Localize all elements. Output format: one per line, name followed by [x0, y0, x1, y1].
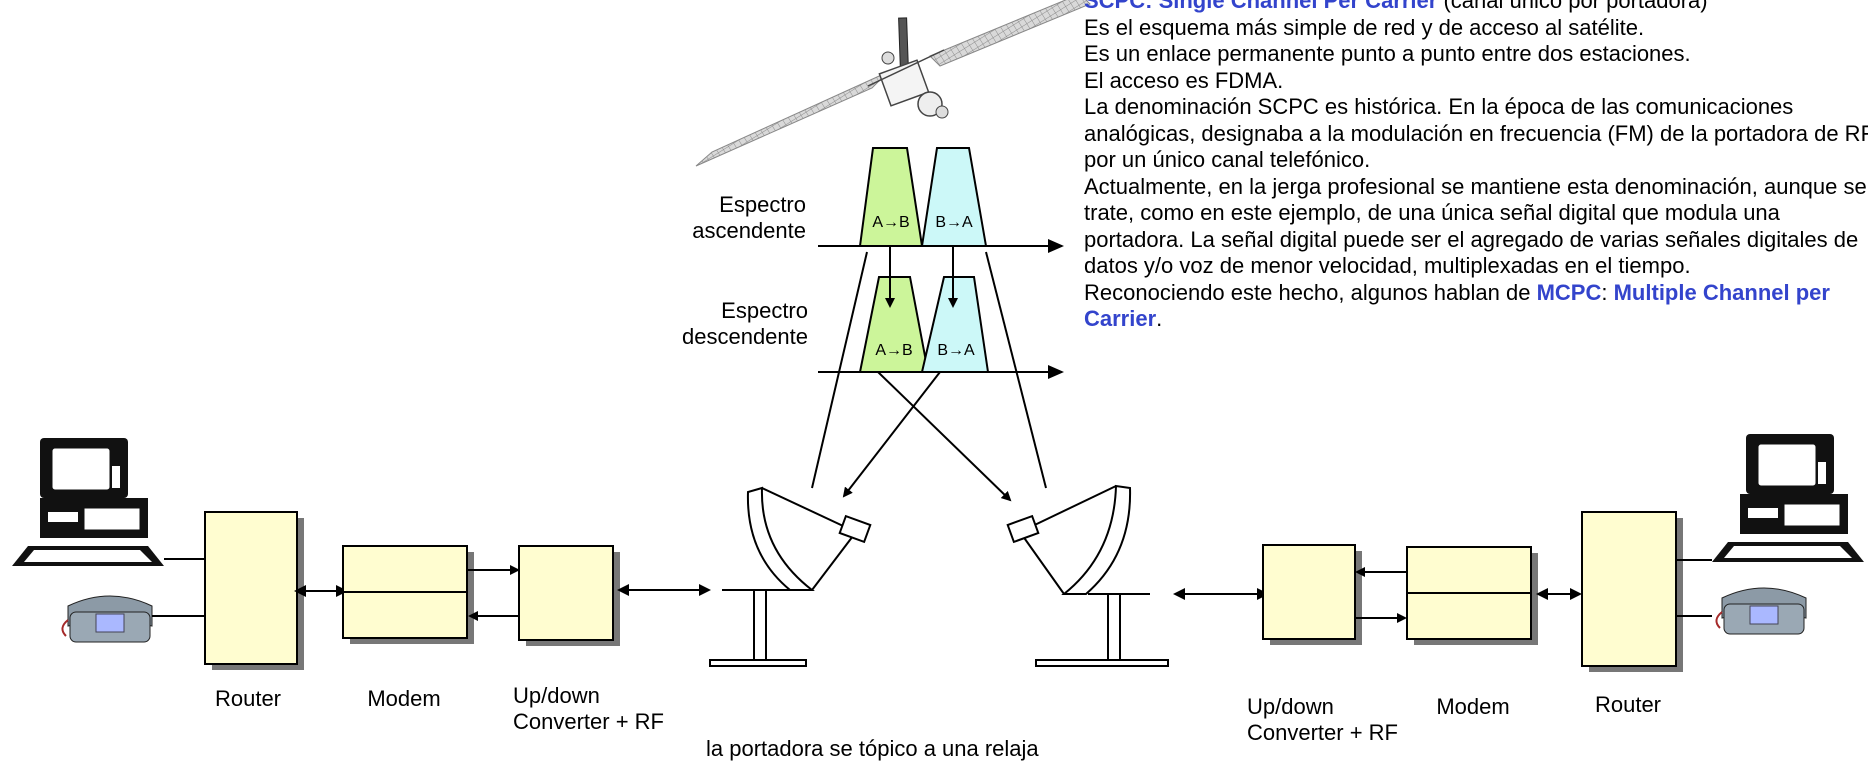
router-box-left [204, 511, 298, 665]
solar-panel-left [695, 71, 889, 167]
description-panel: SCPC: Single Channel Per Carrier (canal … [1084, 0, 1868, 333]
satellite-body [878, 59, 930, 107]
description-line: La denominación SCPC es histórica. En la… [1084, 94, 1868, 172]
converter-label-right: Up/down Converter + RF [1247, 694, 1398, 745]
description-line: El acceso es FDMA. [1084, 67, 1284, 93]
computer-icon-left [12, 438, 164, 566]
telephone-icon-right [1715, 587, 1807, 635]
description-line: Es un enlace permanente punto a punto en… [1084, 41, 1691, 66]
router-label-right: Router [1594, 692, 1662, 717]
computer-icon-right [1712, 434, 1864, 562]
downlink-channel-ab-label: A→B [875, 342, 913, 359]
bottom-partial-text: la portadora se tópico a una relaja [706, 736, 1039, 761]
satellite [695, 0, 1091, 167]
modem-label-left: Modem [367, 686, 441, 711]
uplink-spectrum-label: Espectro ascendente [692, 192, 806, 243]
dish-antenna-left [709, 486, 872, 667]
description-line: Es el esquema más simple de red y de acc… [1084, 14, 1645, 40]
uplink-spectrum [818, 147, 1064, 253]
scpc-note: (canal único por portadora) [1443, 0, 1708, 13]
mcpc-paragraph: Reconociendo este hecho, algunos hablan … [1084, 279, 1830, 332]
downlink-channel-ba-label: B→A [937, 342, 975, 359]
mcpc-acronym: MCPC [1536, 279, 1602, 305]
description-title: SCPC: Single Channel Per Carrier (canal … [1084, 0, 1868, 15]
converter-box-left [518, 545, 614, 641]
router-box-right [1581, 511, 1677, 667]
description-line: Actualmente, en la jerga profesional se … [1084, 173, 1867, 279]
mcpc-full-name: Multiple Channel per Carrier [1084, 279, 1830, 332]
converter-box-right [1262, 544, 1356, 640]
converter-label-left: Up/down Converter + RF [513, 683, 664, 734]
modem-label-right: Modem [1436, 694, 1510, 719]
scpc-acronym: SCPC [1084, 0, 1146, 13]
uplink-beam-left [811, 251, 868, 489]
solar-panel-right [929, 0, 1091, 67]
downlink-spectrum [818, 276, 1064, 379]
downlink-spectrum-label: Espectro descendente [682, 298, 808, 349]
router-label-left: Router [214, 686, 282, 711]
telephone-icon-left [61, 595, 153, 643]
dish-antenna-right [1006, 484, 1169, 667]
mcpc-intro: Reconociendo este hecho, algunos hablan … [1084, 279, 1531, 305]
scpc-full-name: Single Channel Per Carrier [1158, 0, 1438, 13]
mcpc-end: . [1156, 306, 1163, 331]
uplink-channel-ab-label: A→B [872, 214, 910, 231]
downlink-beam-to-right [877, 371, 1012, 502]
uplink-beam-right [985, 251, 1047, 489]
uplink-channel-ba-label: B→A [935, 214, 973, 231]
downlink-beam-to-left [842, 371, 941, 498]
